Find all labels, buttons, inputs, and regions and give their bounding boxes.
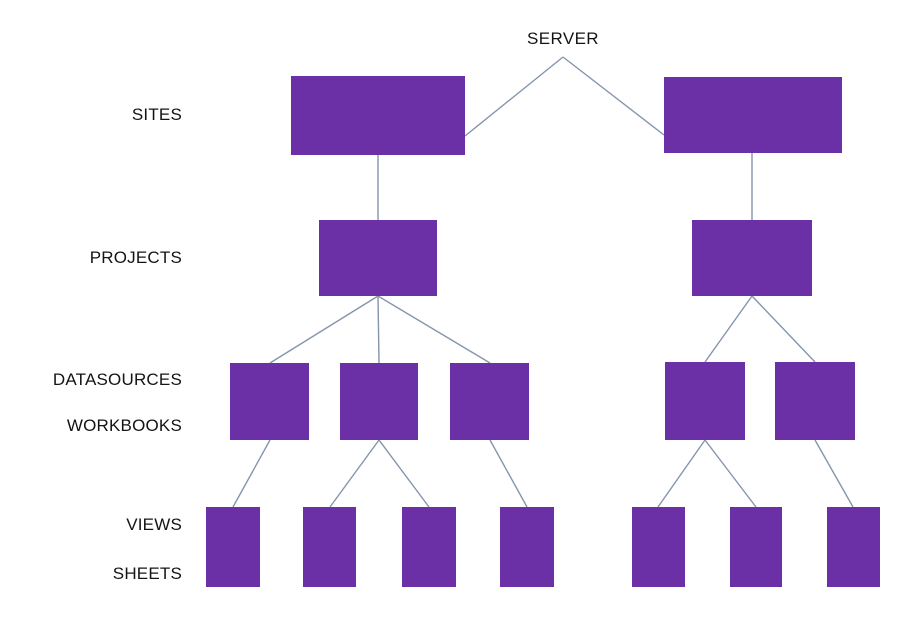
- edge-server-to-site-2: [562, 56, 665, 136]
- row-label-views: VIEWS: [126, 515, 182, 534]
- node-project-2[interactable]: [692, 220, 812, 296]
- edge-ds-4-to-view-5: [657, 439, 706, 508]
- row-label-sites: SITES: [131, 105, 182, 124]
- row-label-datasources: DATASOURCES: [52, 370, 182, 389]
- node-view-3[interactable]: [402, 507, 456, 587]
- edge-project-2-to-ds-4: [704, 295, 753, 363]
- edge-project-2-to-ds-5: [751, 295, 816, 363]
- node-view-2[interactable]: [303, 507, 356, 587]
- edge-ds-2-to-view-2: [329, 439, 380, 508]
- node-site-1[interactable]: [291, 76, 465, 155]
- node-datasource-1[interactable]: [230, 363, 309, 440]
- node-project-1[interactable]: [319, 220, 437, 296]
- row-label-sheets: SHEETS: [112, 564, 182, 583]
- node-view-7[interactable]: [827, 507, 880, 587]
- node-view-1[interactable]: [206, 507, 260, 587]
- row-label-workbooks: WORKBOOKS: [66, 416, 182, 435]
- edge-ds-4-to-view-6: [704, 439, 757, 508]
- edge-ds-5-to-view-7: [814, 439, 854, 508]
- edge-ds-1-to-view-1: [232, 439, 271, 508]
- edge-project-1-to-ds-2: [377, 295, 380, 364]
- node-view-4[interactable]: [500, 507, 554, 587]
- edge-project-1-to-ds-3: [377, 295, 491, 364]
- node-datasource-2[interactable]: [340, 363, 418, 440]
- edge-ds-3-to-view-4: [489, 439, 528, 508]
- node-datasource-3[interactable]: [450, 363, 529, 440]
- edge-project-1-to-ds-1: [269, 295, 379, 364]
- edge-ds-2-to-view-3: [378, 439, 430, 508]
- root-label-server: SERVER: [526, 29, 599, 48]
- edge-server-to-site-1: [464, 56, 564, 137]
- node-view-6[interactable]: [730, 507, 782, 587]
- node-view-5[interactable]: [632, 507, 685, 587]
- node-site-2[interactable]: [664, 77, 842, 153]
- row-label-projects: PROJECTS: [89, 248, 182, 267]
- node-datasource-5[interactable]: [775, 362, 855, 440]
- node-datasource-4[interactable]: [665, 362, 745, 440]
